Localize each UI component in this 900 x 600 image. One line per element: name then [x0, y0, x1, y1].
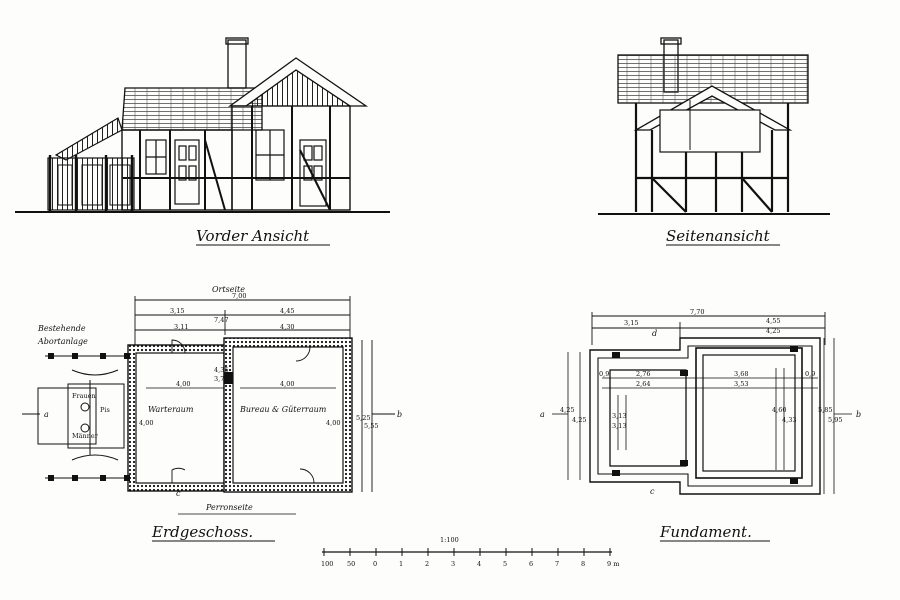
- fdim-inner-depth-1: 3,13: [612, 412, 626, 420]
- dim-stove-h: 3,70: [214, 375, 228, 383]
- fdim-depth-left-2: 4,25: [572, 416, 586, 424]
- f-section-c: c: [650, 487, 655, 496]
- fdim-inner-4: 3,53: [734, 380, 748, 388]
- existing-latrine-label-1: Bestehende: [37, 324, 86, 333]
- room-waiting: Warteraum: [148, 405, 194, 414]
- foundation-plan: 7,70 3,15 4,55 4,25 d 2,: [540, 308, 861, 542]
- scale-tick-label: 8: [581, 560, 585, 568]
- existing-latrine-label-2: Abortanlage: [37, 337, 88, 346]
- scale-tick-label: 1: [399, 560, 403, 568]
- fdim-right: 4,55: [766, 317, 780, 325]
- f-section-b: b: [856, 410, 861, 419]
- dim-overall: 7,00: [232, 292, 246, 300]
- bottom-side-label: Perronseite: [205, 503, 253, 512]
- scale-tick-label: 7: [555, 560, 559, 568]
- f-section-d: d: [652, 329, 657, 338]
- dim-room-left: 4,00: [176, 380, 190, 388]
- ground-floor-plan: Ortseite 7,00 3,15 4,45 7,47 3,11 4,30 4…: [22, 285, 402, 542]
- fdim-inner-1: 2,76: [636, 370, 650, 378]
- f-section-a: a: [540, 410, 545, 419]
- room-office: Bureau & Güterraum: [239, 405, 327, 414]
- top-side-label: Ortseite: [212, 285, 245, 294]
- fdim-depth-left-1: 4,25: [560, 406, 574, 414]
- scale-tick-label: 5: [503, 560, 507, 568]
- fdim-small-2: 0,9: [805, 370, 815, 378]
- fdim-small-1: 0,9: [599, 370, 609, 378]
- section-c-label: c: [176, 489, 181, 498]
- fdim-overall-depth-1: 5,85: [818, 406, 832, 414]
- dim-stove-w: 4,35: [214, 366, 228, 374]
- dim-overall-depth-1: 5,25: [356, 414, 370, 422]
- fdim-overall-depth-2: 5,95: [828, 416, 842, 424]
- side-elevation-caption: Seitenansicht: [666, 227, 771, 245]
- side-elevation: Seitenansicht: [598, 37, 830, 246]
- ground-floor-caption: Erdgeschoss.: [151, 523, 253, 541]
- dim-depth-right: 4,00: [326, 419, 340, 427]
- dim-inner-right: 4,30: [280, 323, 294, 331]
- front-elevation: Vorder Ansicht: [15, 37, 390, 246]
- scale-tick-label: 6: [529, 560, 533, 568]
- scale-bar: 1:100 100 50 0 1 2 3 4 5 6 7 8 9 m: [321, 536, 619, 568]
- fdim-depth-right-1: 4,60: [772, 406, 786, 414]
- scale-tick-label: 2: [425, 560, 429, 568]
- scale-tick-label: 50: [347, 560, 355, 568]
- latrine-women: Frauen: [72, 392, 96, 400]
- foundation-caption: Fundament.: [659, 523, 752, 541]
- dim-room-right: 4,00: [280, 380, 294, 388]
- fdim-inner-2: 2,64: [636, 380, 650, 388]
- fdim-left: 3,15: [624, 319, 638, 327]
- scale-tick-label: 100: [321, 560, 333, 568]
- dim-inner-overall: 7,47: [214, 316, 228, 324]
- scale-ticks: 100 50 0 1 2 3 4 5 6 7 8 9 m: [321, 548, 619, 568]
- dim-depth-left: 4,00: [139, 419, 153, 427]
- section-b-label: b: [397, 410, 402, 419]
- dim-right-part: 4,45: [280, 307, 294, 315]
- fdim-inner-3: 3,68: [734, 370, 748, 378]
- latrine-men: Männer: [72, 432, 99, 440]
- scale-tick-label: 9 m: [607, 560, 619, 568]
- front-elevation-caption: Vorder Ansicht: [196, 227, 310, 245]
- dim-left-part: 3,15: [170, 307, 184, 315]
- section-a-label: a: [44, 410, 49, 419]
- dim-overall-depth-2: 5,55: [364, 422, 378, 430]
- scale-tick-label: 4: [477, 560, 481, 568]
- fdim-inner-depth-2: 3,13: [612, 422, 626, 430]
- scale-tick-label: 3: [451, 560, 455, 568]
- fdim-depth-right-2: 4,33: [782, 416, 796, 424]
- scale-tick-label: 0: [373, 560, 377, 568]
- latrine-urinal: Pis: [100, 406, 110, 414]
- dim-inner-left: 3,11: [174, 323, 188, 331]
- fdim-overall: 7,70: [690, 308, 704, 316]
- scale-ratio: 1:100: [440, 536, 459, 544]
- fdim-right-inner: 4,25: [766, 327, 780, 335]
